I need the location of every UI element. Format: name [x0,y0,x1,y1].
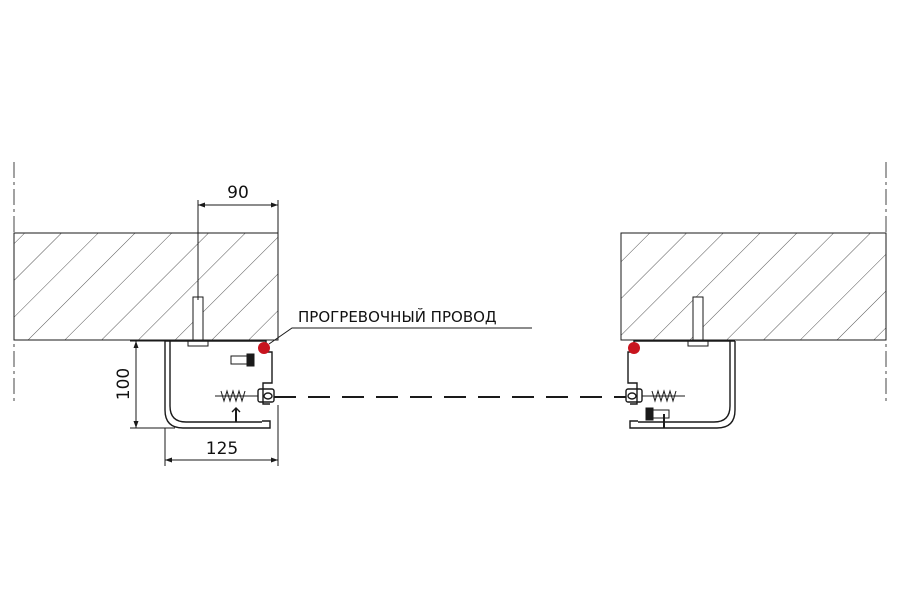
dimension-depth: 125 [164,405,279,466]
track-profile-right [625,340,736,429]
heating-wire-label: ПРОГРЕВОЧНЫЙ ПРОВОД [298,307,497,326]
heating-wire-marker-left [258,342,270,354]
track-profile-left [164,340,275,429]
ceiling-slab-left [13,232,279,341]
dimension-height: 100 [114,340,175,429]
heating-wire-marker-right [628,342,640,354]
dimension-depth-label: 125 [206,439,238,459]
dimension-width: 90 [197,183,279,300]
ceiling-slab-right [620,232,887,341]
dimension-width-label: 90 [227,183,249,203]
dimension-height-label: 100 [114,368,134,400]
anchor-bolt-right [687,296,709,347]
heating-wire-callout: ПРОГРЕВОЧНЫЙ ПРОВОД [268,307,532,345]
